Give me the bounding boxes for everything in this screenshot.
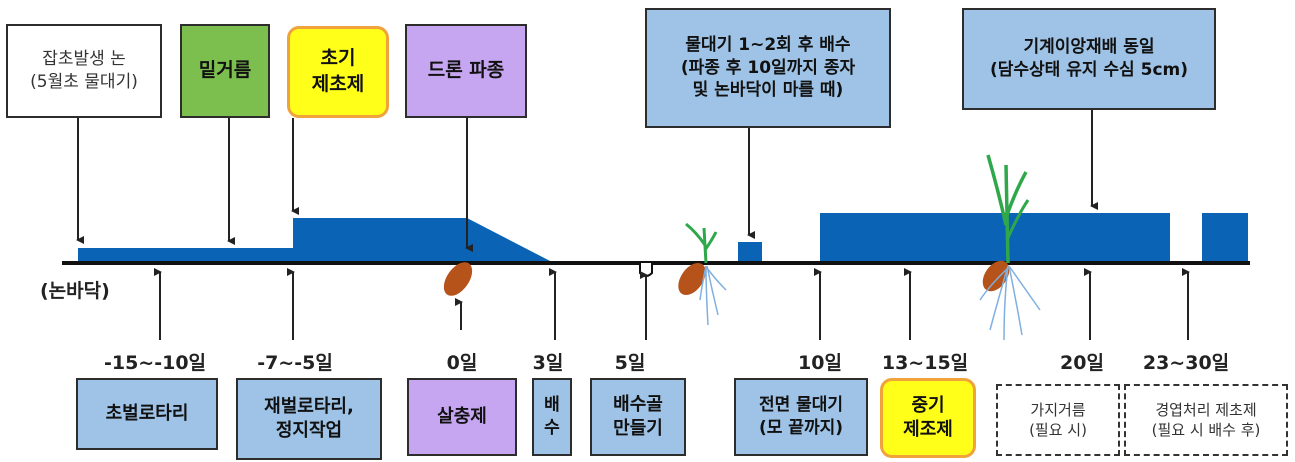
box-line: 재벌로타리,: [264, 395, 354, 417]
full-flood-water: [820, 213, 1170, 262]
late-flood-water: [1202, 213, 1248, 262]
box-line: 물대기 1~2회 후 배수: [685, 34, 851, 55]
box-line: (필요 시 배수 후): [1151, 421, 1261, 439]
box-line: 살충제: [437, 405, 487, 427]
box-line: 드론 파종: [427, 59, 505, 82]
full-irrigation-box: 전면 물대기(모 끝까지): [734, 378, 868, 456]
base-fertilizer-box: 밑거름: [180, 24, 270, 118]
insecticide-box: 살충제: [407, 378, 517, 456]
box-line: 배: [544, 395, 560, 416]
box-line: 및 논바닥이 마를 때): [692, 80, 844, 101]
box-line: 중기: [911, 394, 945, 416]
small-water-pulse: [738, 242, 762, 262]
day-label: -7~-5일: [257, 352, 333, 374]
weedy-field-box: 잡초발생 논(5월초 물대기): [6, 24, 162, 118]
drain-channel-notch: [639, 263, 653, 277]
day-label: -15~-10일: [103, 352, 207, 374]
box-line: 배수골: [613, 393, 663, 415]
day-label: 3일: [532, 352, 564, 374]
ground-label: (논바닥): [40, 280, 110, 302]
box-line: (모 끝까지): [758, 418, 844, 438]
box-line: (파종 후 10일까지 종자: [680, 57, 856, 78]
box-line: 정지작업: [275, 420, 343, 441]
day-label: 20일: [1060, 352, 1104, 374]
seed-icon: [443, 262, 473, 296]
box-line: 초기: [320, 47, 356, 70]
box-line: 만들기: [613, 418, 663, 439]
box-line: 가지거름: [1030, 400, 1086, 419]
box-line: 경엽처리 제초제: [1155, 400, 1257, 419]
same-as-transplanting-box: 기계이앙재배 동일(담수상태 유지 수심 5cm): [962, 8, 1216, 110]
water-level: [78, 213, 1248, 262]
box-line: (5월초 물대기): [30, 72, 138, 92]
day-label: 10일: [798, 352, 842, 374]
shallow-water-shape: [78, 218, 552, 262]
day-label: 13~15일: [881, 352, 969, 374]
drone-seeding-box: 드론 파종: [405, 24, 527, 118]
box-line: 제초제: [311, 73, 365, 95]
second-rotary-box: 재벌로타리, 정지작업: [236, 378, 382, 460]
seedling-icon: [685, 222, 727, 326]
box-line: 잡초발생 논: [42, 49, 126, 70]
day-label: 0일: [446, 352, 478, 374]
box-line: 기계이앙재배 동일: [1023, 37, 1155, 58]
first-rotary-box: 초벌로타리: [76, 378, 218, 450]
box-line: 밑거름: [198, 59, 252, 82]
stem-leaf-herbicide-box: 경엽처리 제초제 (필요 시 배수 후): [1124, 384, 1288, 456]
box-line: 전면 물대기: [758, 395, 844, 416]
box-line: (필요 시): [1029, 421, 1087, 439]
box-line: (담수상태 유지 수심 5cm): [989, 60, 1189, 80]
top-arrows: [76, 110, 1098, 252]
box-line: 수: [544, 418, 560, 438]
rice-plant-icon: [979, 154, 1041, 341]
bottom-arrows: [154, 268, 1190, 340]
topdressing-box: 가지거름 (필요 시): [996, 384, 1120, 456]
day-label: 5일: [614, 352, 646, 374]
day-label: 23~30일: [1142, 352, 1230, 374]
box-line: 제조제: [903, 419, 953, 440]
box-line: 초벌로타리: [105, 402, 189, 424]
seed-icon: [678, 262, 706, 296]
